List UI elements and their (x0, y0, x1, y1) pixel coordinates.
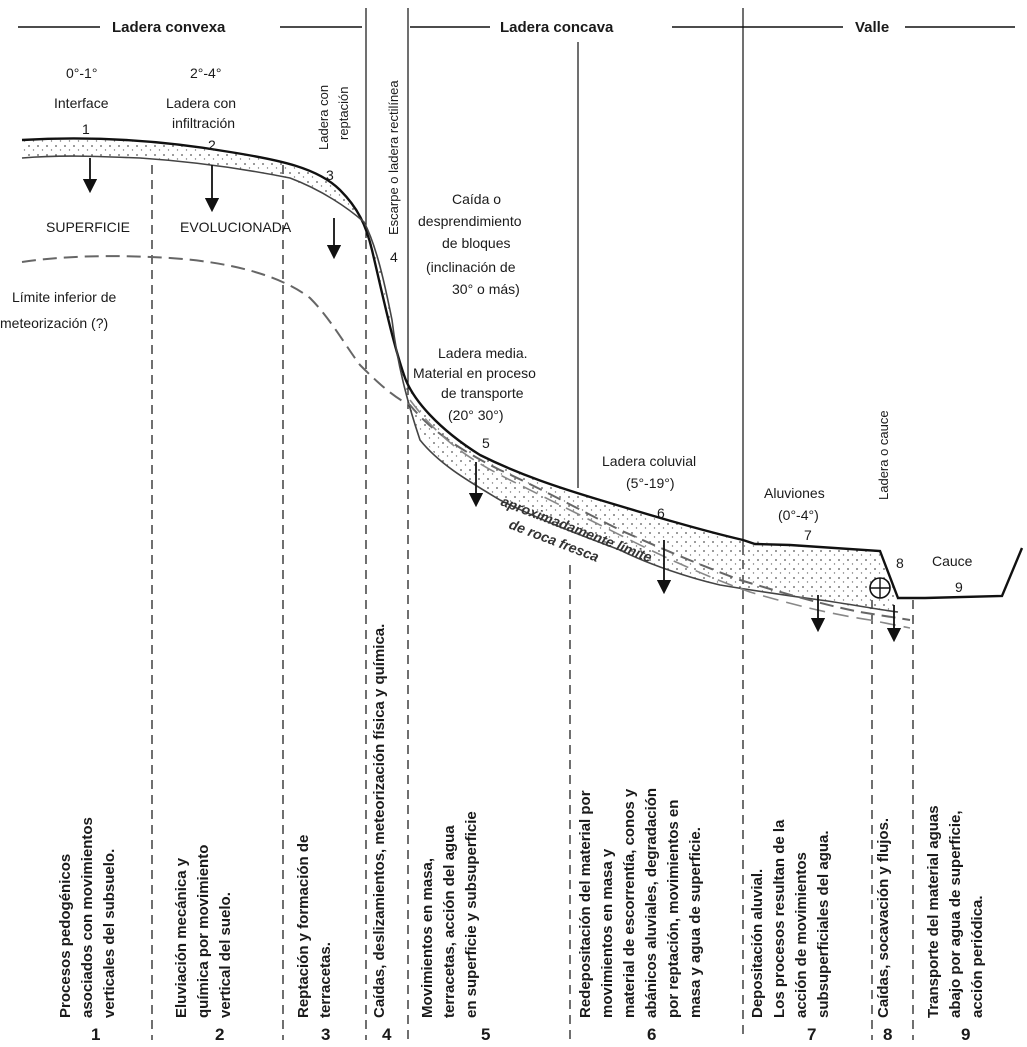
zone-2-bottom-number: 2 (215, 1025, 224, 1044)
header-valley: Valle (855, 19, 889, 36)
zone-6-number: 6 (657, 505, 665, 521)
zone-9-number: 9 (955, 579, 963, 595)
weathered-soil-layer (22, 138, 898, 612)
zone-2-name-b: infiltración (172, 115, 235, 131)
colluvial-label-2: (5°-19°) (626, 475, 675, 491)
fall-text-4: (inclinación de (426, 259, 516, 275)
zone-3-name-a: Ladera con (316, 85, 331, 150)
zone-3-number: 3 (326, 167, 334, 183)
zone-7-process-line: Depositación aluvial. (749, 869, 766, 1018)
weathering-limit-line (21, 255, 911, 621)
zone-4-bottom-number: 4 (382, 1025, 392, 1044)
soil-base-line (21, 155, 899, 613)
zone-5-bottom-number: 5 (481, 1025, 490, 1044)
limit-label-2: meteorización (?) (0, 315, 108, 331)
mid-slope-label-1: Ladera media. (438, 345, 528, 361)
zone-4-process-line: Caídas, deslizamientos, meteorización fí… (371, 624, 388, 1018)
zone-9-process-line: Transporte del material aguas (925, 805, 942, 1018)
zone-8-bottom-number: 8 (883, 1025, 892, 1044)
surface-label-2: EVOLUCIONADA (180, 219, 292, 235)
zone-2-name-a: Ladera con (166, 95, 236, 111)
zone-1-bottom-number: 1 (91, 1025, 100, 1044)
zone-2-process-line: Eluviación mecánica y (173, 857, 190, 1018)
process-arrows (82, 158, 902, 643)
zone-2-process-line: química por movimiento (195, 845, 212, 1018)
zone-1-process-line: Procesos pedogénicos (57, 854, 74, 1018)
alluvium-label-2: (0°-4°) (778, 507, 819, 523)
zone-9-process-line: abajo por agua de superficie, (947, 810, 964, 1018)
fall-text-5: 30° o más) (452, 281, 520, 297)
zone-7-process-line: subsuperficiales del agua. (815, 830, 832, 1018)
zone-2-process-line: vertical del suelo. (217, 892, 234, 1018)
zone-process-columns: Procesos pedogénicos asociados con movimi… (57, 624, 986, 1044)
fall-text-1: Caída o (452, 191, 501, 207)
zone-4-name: Escarpe o ladera rectilínea (386, 80, 401, 235)
zone-9-bottom-number: 9 (961, 1025, 970, 1044)
zone-9-process-line: acción periódica. (969, 895, 986, 1018)
zone-1-number: 1 (82, 121, 90, 137)
zone-7-bottom-number: 7 (807, 1025, 816, 1044)
zone-5-process-line: Movimientos en masa, (419, 858, 436, 1018)
solid-dividers (365, 8, 744, 555)
channel-label: Cauce (932, 553, 973, 569)
zone-6-process-line: masa y agua de superficie. (687, 827, 704, 1018)
zone-4-number: 4 (390, 249, 398, 265)
zone-7-process-line: acción de movimientos (793, 852, 810, 1018)
zone-8-process-line: Caídas, socavación y flujos. (875, 818, 892, 1018)
fall-text-2: desprendimiento (418, 213, 522, 229)
zone-6-process-line: Redepositación del material por (577, 790, 594, 1018)
header-convex-slope: Ladera convexa (112, 19, 226, 36)
alluvium-label-1: Aluviones (764, 485, 825, 501)
zone-6-process-line: movimientos en masa y (599, 848, 616, 1018)
zone-6-process-line: por reptación, movimientos en (665, 800, 682, 1018)
mid-slope-label-2: Material en proceso (413, 365, 536, 381)
zone-1-process-line: verticales del subsuelo. (101, 849, 118, 1018)
zone-1-process-line: asociados con movimientos (79, 817, 96, 1018)
zone-5-process-line: terracetas, acción del agua (441, 825, 458, 1018)
depression-marker-icon (869, 577, 891, 599)
zone-1-angle: 0°-1° (66, 65, 97, 81)
zone-1-name: Interface (54, 95, 109, 111)
zone-7-process-line: Los procesos resultan de la (771, 819, 788, 1018)
zone-6-process-line: material de escorrentía, conos y (621, 788, 638, 1018)
fresh-rock-limit-line (409, 399, 911, 629)
mid-slope-label-3: de transporte (441, 385, 524, 401)
header-concave-slope: Ladera concava (500, 19, 614, 36)
zone-8-number: 8 (896, 555, 904, 571)
zone-6-process-line: abánicos aluviales, degradación (643, 788, 660, 1018)
zone-2-number: 2 (208, 137, 216, 153)
zone-5-process-line: en superficie y subsuperficie (463, 811, 480, 1018)
zone-6-bottom-number: 6 (647, 1025, 656, 1044)
dashed-dividers (151, 165, 914, 1040)
surface-label-1: SUPERFICIE (46, 219, 130, 235)
zone-3-process-line: Reptación y formación de (295, 835, 312, 1018)
zone-3-name-b: reptación (336, 87, 351, 140)
zone-8-name: Ladera o cauce (876, 410, 891, 500)
zone-5-number: 5 (482, 435, 490, 451)
colluvial-label-1: Ladera coluvial (602, 453, 696, 469)
fall-text-3: de bloques (442, 235, 511, 251)
zone-3-bottom-number: 3 (321, 1025, 330, 1044)
zone-2-angle: 2°-4° (190, 65, 221, 81)
limit-label-1: Límite inferior de (12, 289, 116, 305)
zone-3-process-line: terracetas. (317, 942, 334, 1018)
mid-slope-label-4: (20° 30°) (448, 407, 504, 423)
zone-7-number: 7 (804, 527, 812, 543)
